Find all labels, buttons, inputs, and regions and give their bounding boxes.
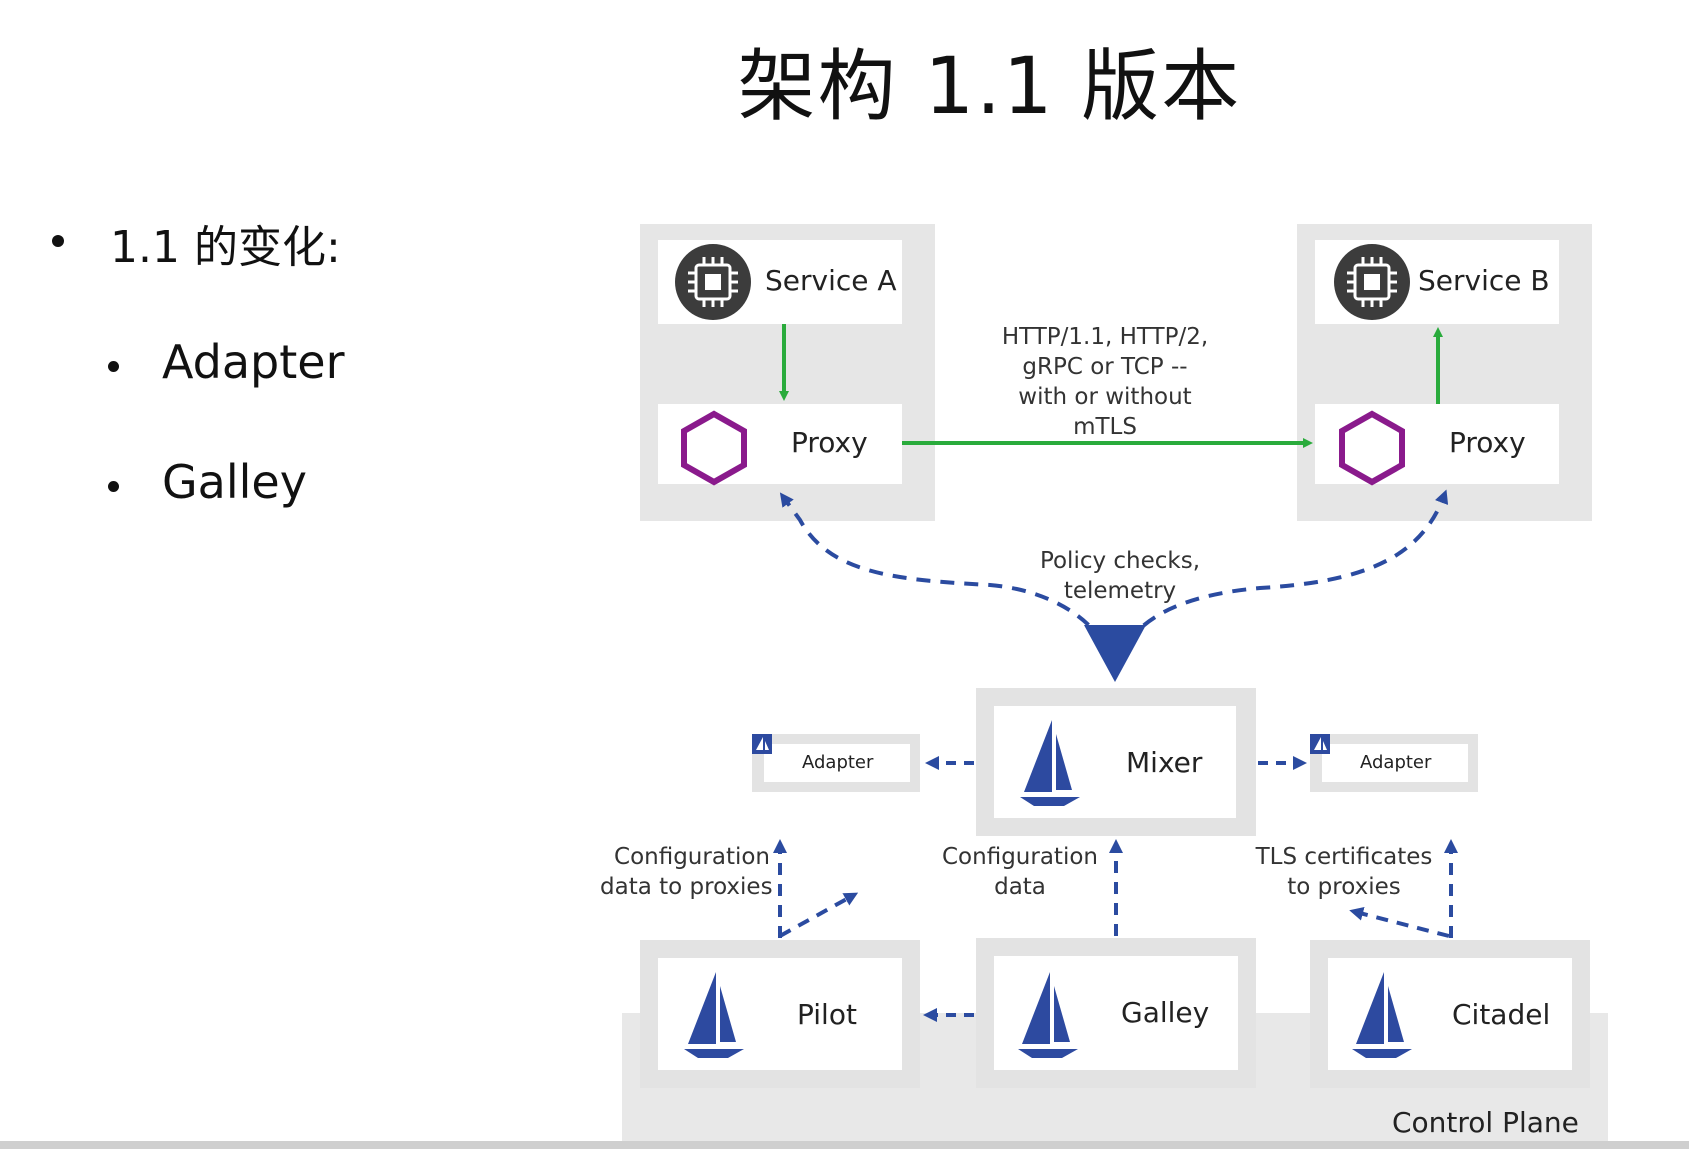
pilot-note: Configuration data to proxies (600, 844, 773, 900)
policy-note: Policy checks, telemetry (1039, 548, 1201, 604)
bullet-dot (52, 235, 64, 247)
service-a-label: Service A (765, 264, 897, 297)
hexagon-icon (681, 410, 747, 486)
bullet-item-galley: Galley (162, 455, 307, 509)
mixer-inbound-arrowhead (1084, 625, 1146, 682)
bullet-dot (108, 361, 119, 372)
chip-icon (1332, 242, 1412, 322)
policy-curve-b (1116, 489, 1449, 666)
bottom-divider (0, 1141, 1689, 1149)
hexagon-icon (1339, 410, 1405, 486)
citadel-note: TLS certificates to proxies (1255, 844, 1433, 900)
bullet-item-adapter: Adapter (162, 335, 345, 389)
mixer-label: Mixer (1126, 746, 1203, 779)
page-title: 架构 1.1 版本 (737, 42, 1242, 132)
adapter-left-label: Adapter (802, 752, 874, 773)
galley-note: Configuration data (942, 844, 1098, 900)
control-plane-label: Control Plane (1392, 1106, 1579, 1139)
pilot-label: Pilot (797, 998, 857, 1031)
bullet-main: 1.1 的变化: (110, 222, 341, 273)
policy-curve-a (779, 492, 1116, 666)
pilot-diag-arrow (779, 892, 859, 938)
citadel-diag-arrow (1349, 906, 1450, 938)
adapter-right-box (1322, 744, 1468, 782)
adapter-left-box (764, 744, 910, 782)
proxy-a-label: Proxy (791, 426, 868, 459)
chip-icon (673, 242, 753, 322)
protocol-note: HTTP/1.1, HTTP/2, gRPC or TCP -- with or… (1001, 324, 1209, 440)
galley-label: Galley (1121, 996, 1210, 1029)
service-b-label: Service B (1418, 264, 1550, 297)
proxy-b-label: Proxy (1449, 426, 1526, 459)
bullet-dot (108, 481, 119, 492)
citadel-label: Citadel (1452, 998, 1551, 1031)
adapter-right-label: Adapter (1360, 752, 1432, 773)
